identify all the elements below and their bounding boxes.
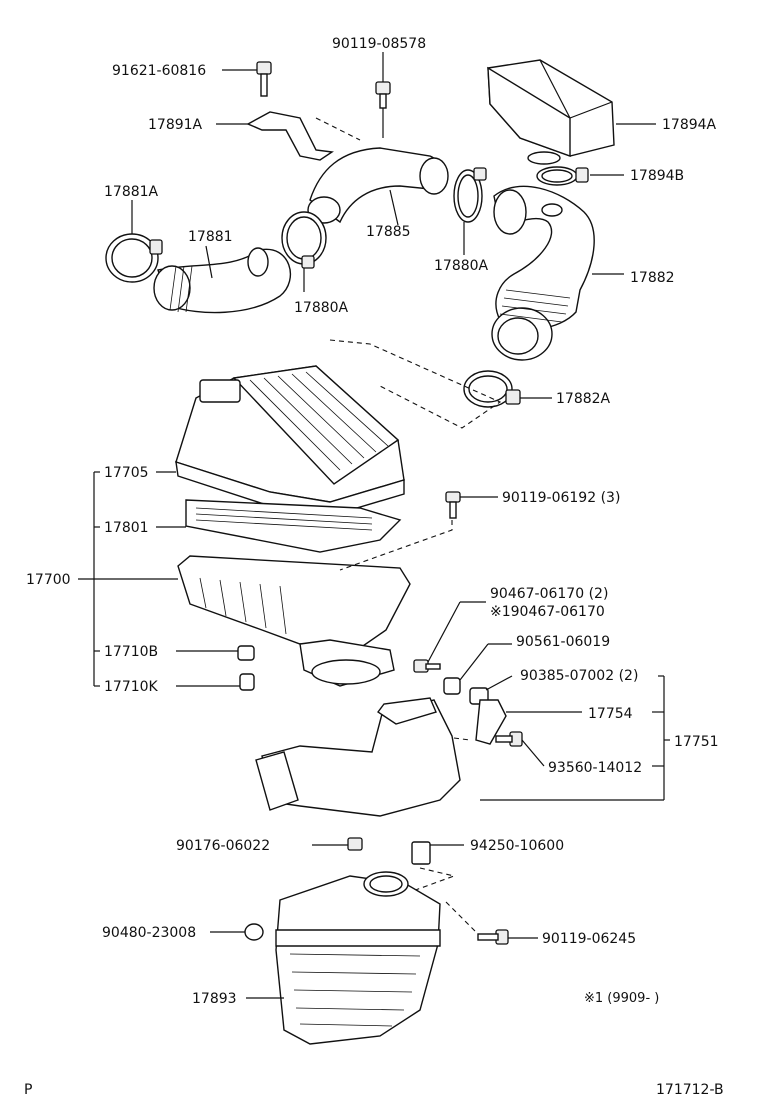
- label-90176-06022: 90176-06022: [176, 838, 270, 854]
- label-17710K: 17710K: [104, 679, 159, 695]
- label-17705: 17705: [104, 465, 149, 481]
- resonator-17894A: [487, 59, 615, 165]
- label-17754: 17754: [588, 706, 633, 722]
- bracket-17754: [475, 699, 507, 745]
- grommet-90480-23008: [244, 923, 264, 941]
- label-17893: 17893: [192, 991, 237, 1007]
- label-93560-14012: 93560-14012: [548, 760, 642, 776]
- label-17894B: 17894B: [630, 168, 684, 184]
- footnote-note: ※1 (9909- ): [584, 991, 659, 1006]
- label-17880A-upper: 17880A: [434, 258, 489, 274]
- label-17710B: 17710B: [104, 644, 158, 660]
- label-90480-23008: 90480-23008: [102, 925, 196, 941]
- label-90561-06019: 90561-06019: [516, 634, 610, 650]
- clamp-17880A-upper: [453, 167, 487, 223]
- label-90385-07002: 90385-07002 (2): [520, 668, 638, 684]
- grommet-17710B: [237, 645, 255, 661]
- resonator-17893: [275, 871, 441, 1045]
- collar-17710K: [239, 673, 255, 691]
- bolt-90119-06245: [477, 929, 509, 945]
- label-90119-06192: 90119-06192 (3): [502, 490, 620, 506]
- label-90467-06170: 90467-06170 (2): [490, 586, 608, 602]
- label-17882: 17882: [630, 270, 675, 286]
- bolt-93560-14012: [495, 731, 523, 747]
- bolt-90176-06022: [347, 837, 363, 851]
- bolt-91621-60816: [256, 61, 272, 97]
- label-17894A: 17894A: [662, 117, 717, 133]
- label-17885: 17885: [366, 224, 411, 240]
- hose-17881: [153, 247, 291, 314]
- hose-17882: [491, 185, 595, 361]
- label-17751: 17751: [674, 734, 719, 750]
- hose-17885: [307, 147, 449, 224]
- cleaner-cap-17705: [175, 365, 405, 517]
- label-17881: 17881: [188, 229, 233, 245]
- corner-label-right: 171712-B: [656, 1082, 724, 1098]
- label-17700: 17700: [26, 572, 71, 588]
- clamp-17881A: [105, 233, 163, 283]
- label-91621-60816: 91621-60816: [112, 63, 206, 79]
- corner-label-left: P: [24, 1082, 32, 1098]
- label-17882A: 17882A: [556, 391, 611, 407]
- label-90119-08578: 90119-08578: [332, 36, 426, 52]
- bolt-90467-06170: [413, 659, 441, 673]
- label-190467-06170: ※190467-06170: [490, 604, 605, 620]
- cleaner-case: [177, 555, 411, 687]
- label-17891A: 17891A: [148, 117, 203, 133]
- label-17881A: 17881A: [104, 184, 159, 200]
- filter-element-17801: [185, 499, 402, 553]
- clip-94250-10600: [411, 841, 431, 865]
- screw-90119-06192: [445, 491, 461, 519]
- label-94250-10600: 94250-10600: [470, 838, 564, 854]
- label-17801: 17801: [104, 520, 149, 536]
- intake-duct-17751: [255, 697, 461, 817]
- label-17880A-middle: 17880A: [294, 300, 349, 316]
- clamp-17880A-middle: [281, 211, 327, 269]
- bracket-17891A: [246, 111, 334, 161]
- collar-90561-06019: [443, 677, 461, 695]
- label-90119-06245: 90119-06245: [542, 931, 636, 947]
- bolt-90119-08578: [375, 81, 391, 109]
- clamp-17894B: [536, 166, 589, 186]
- clamp-17882A: [463, 370, 521, 408]
